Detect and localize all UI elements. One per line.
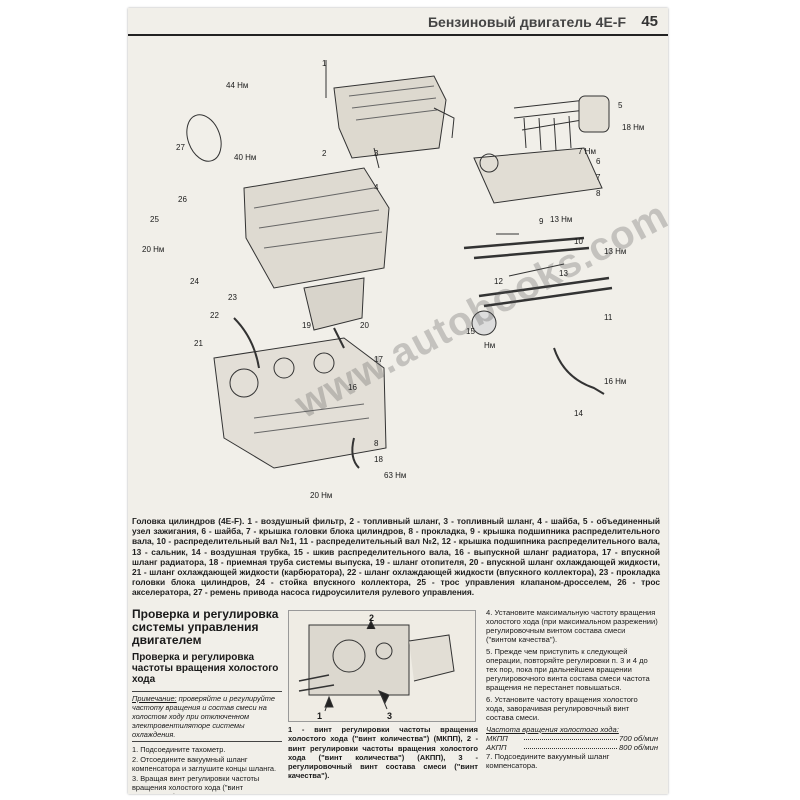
torque-44: 44 Нм <box>226 81 248 90</box>
step-7: 7. Подсоедините вакуумный шланг компенса… <box>486 752 610 770</box>
book-page: Бензиновый двигатель 4E-F 45 <box>128 8 668 794</box>
step-2: 2. Отсоедините вакуумный шланг компенсат… <box>132 755 277 773</box>
callout-3: 3 <box>374 149 379 158</box>
page-header: Бензиновый двигатель 4E-F 45 <box>128 8 668 36</box>
callout-8: 8 <box>596 189 601 198</box>
callout-22: 22 <box>210 311 219 320</box>
callout-12: 12 <box>494 277 503 286</box>
carburetor-figure: 2 1 3 <box>288 610 476 722</box>
page-title: Бензиновый двигатель 4E-F <box>427 14 626 30</box>
callout-7: 7 <box>596 173 601 182</box>
step-6: 6. Установите частоту вращения холостого… <box>486 695 638 722</box>
note-label: Примечание: <box>132 694 177 703</box>
note-block: Примечание: проверяйте и регулируйте час… <box>132 691 282 742</box>
callout-24: 24 <box>190 277 199 286</box>
callout-25: 25 <box>150 215 159 224</box>
section-title: Проверка и регулировка системы управлени… <box>132 607 279 647</box>
callout-2: 2 <box>322 149 327 158</box>
callout-1: 1 <box>322 59 327 68</box>
torque-20-bottom: 20 Нм <box>310 491 332 500</box>
callout-8b: 8 <box>374 439 379 448</box>
rpm-title: Частота вращения холостого хода: <box>486 725 619 734</box>
middle-column: 2 1 3 1 - винт регулировки частоты враще… <box>288 610 478 781</box>
callout-11: 11 <box>604 313 613 322</box>
callout-14: 14 <box>574 409 583 418</box>
rpm-label-mkpp: МКПП <box>486 734 508 743</box>
diagram-caption: Головка цилиндров (4E-F). 1 - воздушный … <box>132 516 660 598</box>
callout-23: 23 <box>228 293 237 302</box>
rpm-dots <box>524 734 617 740</box>
subsection-title: Проверка и регулировка частоты вращения … <box>132 652 279 685</box>
torque-16: 16 Нм <box>604 377 626 386</box>
fig-label-3: 3 <box>387 711 392 721</box>
callout-16: 16 <box>348 383 357 392</box>
note-text: проверяйте и регулируйте частоту вращени… <box>132 694 276 739</box>
page-number: 45 <box>641 13 658 30</box>
callout-5: 5 <box>618 101 623 110</box>
rpm-row-mkpp: МКПП 700 об/мин <box>486 734 658 743</box>
rpm-label-akpp: АКПП <box>486 743 507 752</box>
diagram-svg: 1 2 3 4 5 6 7 8 9 10 11 12 13 14 15 16 1… <box>142 59 644 500</box>
torque-13-left: 13 Нм <box>550 215 572 224</box>
torque-nm: Нм <box>484 341 495 350</box>
rpm-value-akpp: 800 об/мин <box>619 743 658 752</box>
fig-label-2: 2 <box>369 613 374 623</box>
torque-18: 18 Нм <box>622 123 644 132</box>
rpm-value-mkpp: 700 об/мин <box>619 734 658 743</box>
callout-13: 13 <box>559 269 568 278</box>
callout-4: 4 <box>374 183 379 192</box>
callout-26: 26 <box>178 195 187 204</box>
caption-text: цилиндров (4E-F). 1 - воздушный фильтр, … <box>132 516 660 598</box>
right-column: 4. Установите максимальную частоту враще… <box>486 608 658 773</box>
callout-10: 10 <box>574 237 583 246</box>
torque-40: 40 Нм <box>234 153 256 162</box>
caption-lead: Голо <box>132 516 152 526</box>
torque-13-right: 13 Нм <box>604 247 626 256</box>
callout-20: 20 <box>360 321 369 330</box>
caption-lead-mid: вка <box>151 516 166 526</box>
engine-exploded-diagram: 1 2 3 4 5 6 7 8 9 10 11 12 13 14 15 16 1… <box>134 38 662 510</box>
callout-27: 27 <box>176 143 185 152</box>
rpm-dots <box>524 743 617 749</box>
callout-6: 6 <box>596 157 601 166</box>
figure-caption: 1 - винт регулировки частоты вращения хо… <box>288 725 478 781</box>
step-3: 3. Вращая винт регулировки частоты враще… <box>132 774 260 794</box>
torque-7: 7 Нм <box>578 147 596 156</box>
callout-21: 21 <box>194 339 203 348</box>
torque-63: 63 Нм <box>384 471 406 480</box>
callout-15: 15 <box>466 327 475 336</box>
rpm-row-akpp: АКПП 800 об/мин <box>486 743 658 752</box>
callout-9: 9 <box>539 217 544 226</box>
callout-18: 18 <box>374 455 383 464</box>
step-1: 1. Подсоедините тахометр. <box>132 745 226 754</box>
step-5: 5. Прежде чем приступить к следующей опе… <box>486 647 650 692</box>
torque-20-left: 20 Нм <box>142 245 164 254</box>
fig-label-1: 1 <box>317 711 322 721</box>
step-4: 4. Установите максимальную частоту враще… <box>486 608 658 644</box>
callout-17: 17 <box>374 355 383 364</box>
left-column: Проверка и регулировка системы управлени… <box>132 608 282 794</box>
callout-19: 19 <box>302 321 311 330</box>
carburetor-svg: 2 1 3 <box>298 613 455 721</box>
